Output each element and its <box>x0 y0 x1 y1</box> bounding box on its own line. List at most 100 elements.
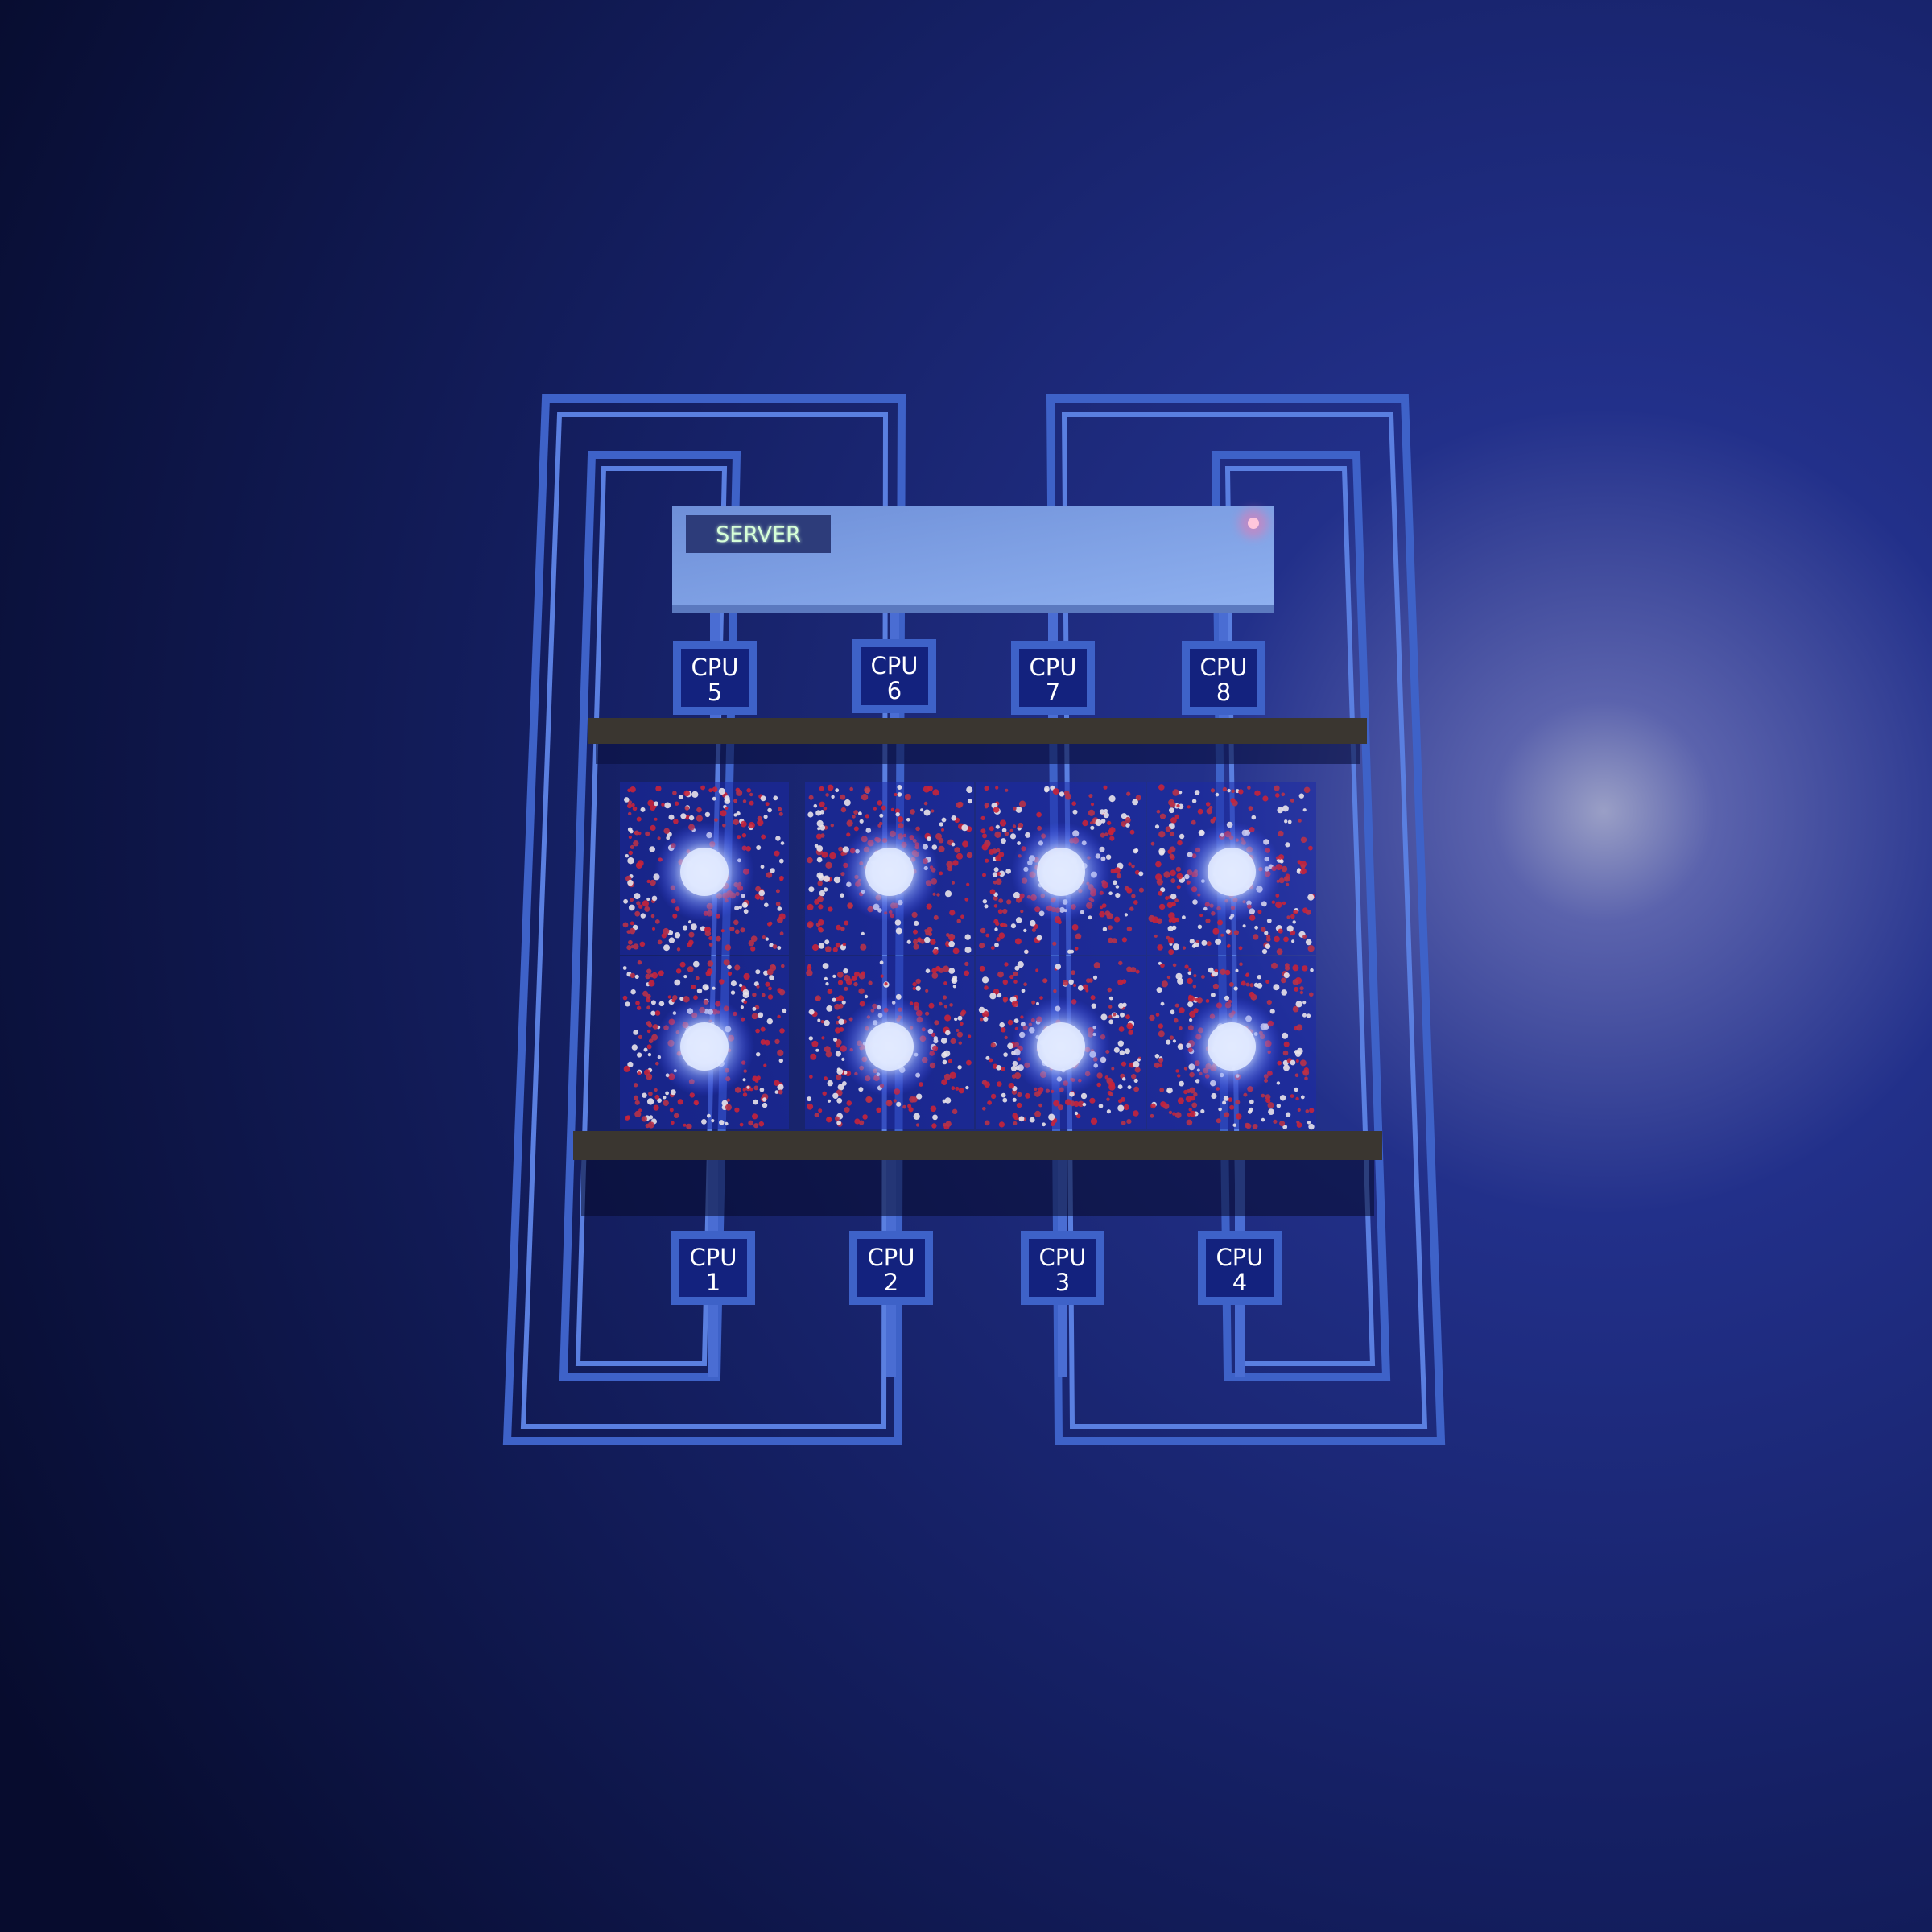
particle <box>915 826 920 832</box>
particle <box>1077 985 1084 991</box>
particle <box>1009 833 1017 840</box>
particle <box>1115 1014 1120 1019</box>
particle <box>1223 1096 1229 1101</box>
particle <box>1210 993 1216 997</box>
particle <box>654 1088 658 1092</box>
particle <box>1175 866 1181 872</box>
particle <box>1305 939 1312 946</box>
particle <box>649 1115 654 1120</box>
particle <box>764 1039 770 1046</box>
particle <box>1158 1057 1164 1063</box>
particle <box>637 1071 642 1075</box>
particle <box>674 932 681 939</box>
particle <box>755 969 761 975</box>
particle <box>943 981 947 985</box>
particle <box>1071 970 1075 976</box>
particle <box>813 803 818 808</box>
particle <box>1150 1103 1156 1109</box>
particle <box>1265 943 1271 949</box>
particle <box>1131 1074 1137 1080</box>
particle <box>1307 945 1315 952</box>
particle <box>637 960 642 965</box>
particle <box>1276 1081 1281 1085</box>
particle <box>846 1100 852 1106</box>
particle <box>1281 865 1288 873</box>
particle <box>932 789 939 796</box>
particle <box>746 788 751 793</box>
particle <box>1176 873 1183 880</box>
particle <box>950 1038 956 1044</box>
particle <box>930 1105 937 1113</box>
particle <box>954 847 960 853</box>
particle <box>654 1010 661 1016</box>
particle <box>902 1104 906 1109</box>
cpu-number: 8 <box>1216 679 1231 706</box>
particle <box>683 1123 687 1127</box>
particle <box>1089 1097 1096 1104</box>
particle <box>816 845 824 852</box>
particle <box>663 828 670 835</box>
particle <box>629 927 636 935</box>
particle <box>853 826 859 832</box>
particle <box>730 990 736 995</box>
particle <box>1100 832 1105 838</box>
particle <box>1170 817 1177 824</box>
particle <box>636 1005 642 1010</box>
particle <box>696 815 704 822</box>
particle <box>825 1051 832 1058</box>
core <box>680 848 729 896</box>
particle <box>844 986 848 991</box>
particle <box>1278 928 1283 934</box>
particle <box>633 943 639 950</box>
particle <box>1088 794 1093 799</box>
particle <box>1158 903 1166 910</box>
particle <box>757 815 762 821</box>
particle <box>1194 790 1200 795</box>
particle <box>840 926 845 931</box>
particle <box>952 881 955 885</box>
particle <box>825 982 829 986</box>
cpu-label: CPU <box>690 1244 737 1271</box>
particle <box>841 1000 846 1005</box>
particle <box>1261 948 1268 955</box>
particle <box>818 927 823 931</box>
particle <box>826 1005 833 1012</box>
particle <box>1172 1112 1176 1116</box>
particle <box>1103 785 1108 790</box>
particle <box>767 994 774 1000</box>
particle <box>807 965 812 971</box>
particle <box>777 946 782 950</box>
particle <box>1284 876 1290 882</box>
particle <box>650 1000 656 1005</box>
particle <box>647 1023 653 1028</box>
particle <box>1065 793 1072 800</box>
particle <box>1285 1112 1291 1117</box>
particle <box>949 936 954 942</box>
particle <box>749 800 754 806</box>
particle <box>758 890 765 897</box>
particle <box>758 1012 764 1018</box>
particle <box>766 968 774 976</box>
particle <box>628 939 633 945</box>
top-shelf-shadow <box>596 744 1360 764</box>
particle <box>622 922 629 928</box>
particle <box>1009 828 1013 832</box>
particle <box>808 1009 815 1015</box>
particle <box>1126 791 1131 796</box>
particle <box>814 1113 819 1118</box>
particle <box>821 851 828 858</box>
particle <box>1103 812 1109 819</box>
particle <box>825 946 832 952</box>
simulation-box-r1-c1 <box>620 782 789 955</box>
particle <box>734 1087 741 1093</box>
particle <box>1150 841 1155 846</box>
particle <box>1137 1058 1141 1062</box>
particle <box>951 1086 956 1091</box>
particle <box>1244 1122 1250 1129</box>
particle <box>865 814 869 819</box>
server-panel: SERVER <box>672 506 1274 613</box>
particle <box>670 1089 676 1096</box>
particle <box>1052 941 1057 946</box>
